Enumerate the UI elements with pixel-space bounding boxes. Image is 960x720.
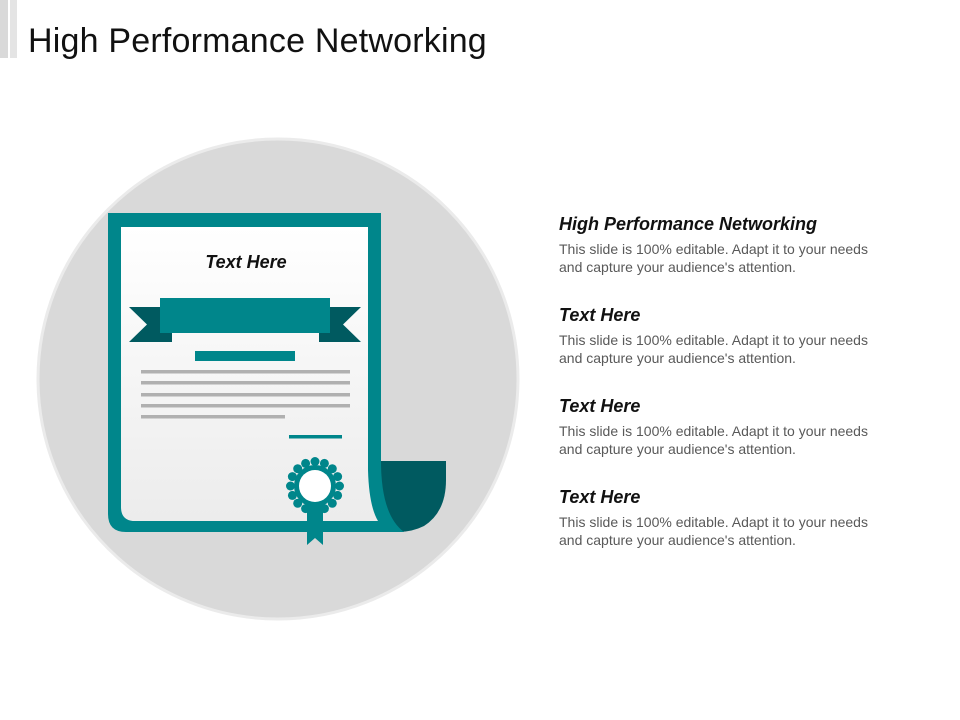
item-heading: Text Here: [559, 487, 641, 507]
page-title: High Performance Networking: [28, 22, 487, 60]
content-item: Text Here This slide is 100% editable. A…: [559, 304, 919, 367]
content-item: Text Here This slide is 100% editable. A…: [559, 486, 919, 549]
subtitle-bar: [195, 351, 295, 361]
text-line: [141, 404, 350, 408]
title-accent-bar: [0, 0, 17, 58]
item-heading: High Performance Networking: [559, 214, 818, 234]
seal-ribbon: [307, 496, 323, 545]
item-heading: Text Here: [559, 305, 641, 325]
item-heading: Text Here: [559, 396, 641, 416]
item-body: This slide is 100% editable. Adapt it to…: [559, 332, 868, 366]
text-line: [141, 381, 350, 385]
item-body: This slide is 100% editable. Adapt it to…: [559, 514, 868, 548]
seal-center: [299, 470, 331, 502]
text-line: [141, 415, 285, 419]
item-body: This slide is 100% editable. Adapt it to…: [559, 423, 868, 457]
certificate-heading: Text Here: [205, 252, 287, 272]
signature-line: [289, 435, 342, 439]
certificate-icon: [108, 213, 446, 545]
banner-main: [160, 298, 330, 333]
text-line: [141, 393, 350, 397]
content-item: Text Here This slide is 100% editable. A…: [559, 395, 919, 458]
certificate-curl: [374, 461, 446, 532]
award-ribbon-icon: [286, 457, 344, 545]
text-line: [141, 370, 350, 374]
item-body: This slide is 100% editable. Adapt it to…: [559, 241, 868, 275]
content-item: High Performance Networking This slide i…: [559, 213, 919, 276]
